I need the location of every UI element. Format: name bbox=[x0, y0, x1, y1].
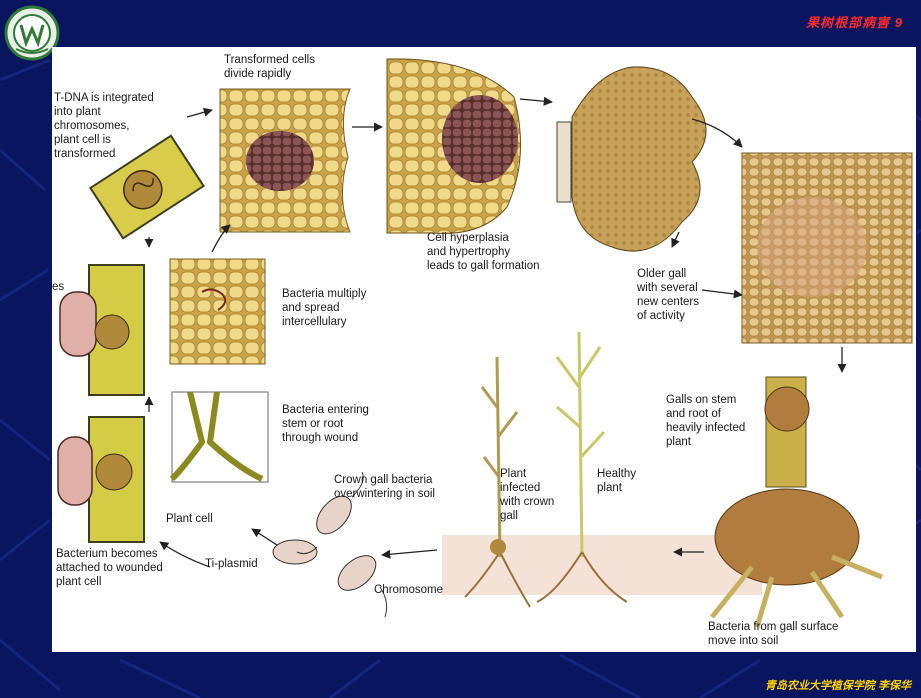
label-infected-plant: Plant infected with crown gall bbox=[500, 467, 554, 523]
label-plant-cell: Plant cell bbox=[166, 512, 213, 526]
label-bacteria-entering: Bacteria entering stem or root through w… bbox=[282, 403, 369, 445]
label-healthy-plant: Healthy plant bbox=[597, 467, 636, 495]
older-gall bbox=[557, 67, 706, 251]
hyperplasia-section bbox=[387, 59, 521, 234]
footer-credit: 青岛农业大学植保学院 李保华 bbox=[765, 677, 911, 693]
label-overwintering: Crown gall bacteria overwintering in soi… bbox=[334, 473, 435, 501]
bacterium-attached-cell-mid bbox=[60, 265, 144, 395]
bacterium-attached-cell-bottom bbox=[58, 417, 144, 542]
label-bacterium-attached: Bacterium becomes attached to wounded pl… bbox=[56, 547, 163, 589]
label-chromosome: Chromosome bbox=[374, 583, 443, 597]
wound-entry bbox=[172, 392, 268, 482]
multiply-tissue bbox=[170, 259, 265, 364]
label-galls-on-stem: Galls on stem and root of heavily infect… bbox=[666, 393, 745, 449]
label-cell-hyperplasia: Cell hyperplasia and hypertrophy leads t… bbox=[427, 231, 540, 273]
label-bacteria-multiply: Bacteria multiply and spread intercellul… bbox=[282, 287, 366, 329]
crown-gall-cycle-diagram: T-DNA is integrated into plant chromosom… bbox=[52, 47, 916, 652]
label-ti-plasmid: Ti-plasmid bbox=[205, 557, 258, 571]
diagram-artwork bbox=[52, 47, 916, 652]
label-move-into-soil: Bacteria from gall surface move into soi… bbox=[708, 620, 838, 648]
label-transformed-cells: Transformed cells divide rapidly bbox=[224, 53, 315, 81]
label-tdna-integrated: T-DNA is integrated into plant chromosom… bbox=[54, 91, 154, 161]
label-older-gall: Older gall with several new centers of a… bbox=[637, 267, 699, 323]
label-edge-fragment: es bbox=[52, 280, 64, 294]
dividing-cells-tissue bbox=[220, 89, 350, 232]
slide-title: 果树根部病害 9 bbox=[806, 12, 903, 31]
